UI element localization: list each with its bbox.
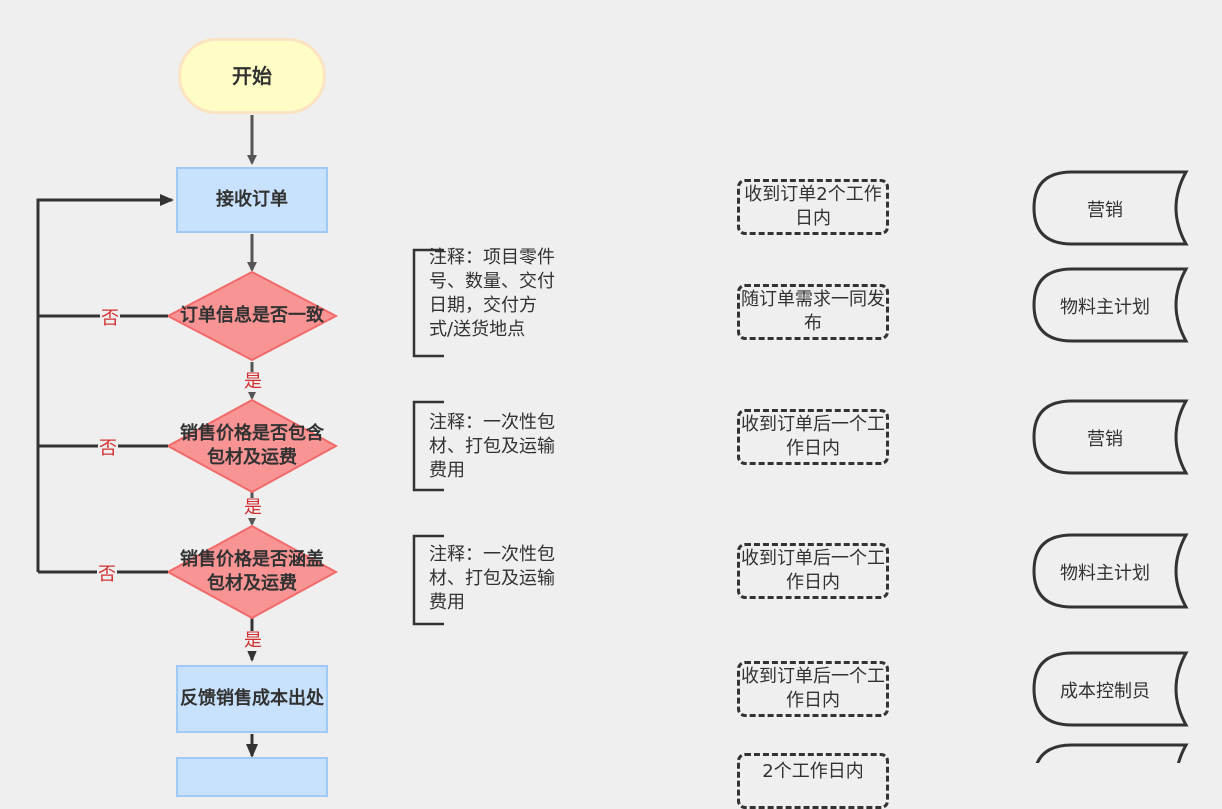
note-bracket-2	[412, 400, 444, 492]
role-shapes	[1032, 170, 1189, 763]
role-label: 物料主计划	[1060, 563, 1150, 584]
role-shape-4	[1032, 533, 1189, 609]
next-process-node	[176, 757, 328, 797]
receive-order-node: 接收订单	[176, 167, 328, 233]
role-marketing-1: 营销	[1034, 172, 1184, 246]
timing-box-2: 随订单需求一同发布	[737, 284, 889, 340]
note-bracket-1	[412, 248, 444, 358]
timing-box-4: 收到订单后一个工作日内	[737, 543, 889, 599]
role-label: 成本控制员	[1060, 681, 1150, 702]
note-bracket-3	[412, 534, 444, 626]
decision-price-covers-packaging: 销售价格是否涵盖包材及运费	[180, 549, 324, 594]
note-packaging-2: 注释：一次性包材、打包及运输费用	[429, 544, 555, 613]
flowchart-canvas	[36, 115, 1189, 763]
yes-label-2: 是	[243, 497, 263, 518]
feedback-cost-node: 反馈销售成本出处	[176, 665, 328, 733]
start-node: 开始	[178, 38, 326, 114]
no-label-1: 否	[100, 308, 120, 329]
role-cost-controller: 成本控制员	[1034, 653, 1184, 727]
no-label-3: 否	[97, 564, 117, 585]
decision-diamond-cover	[165, 524, 339, 620]
timing-box-5: 收到订单后一个工作日内	[737, 661, 889, 717]
loop-back-line	[36, 194, 174, 572]
decision-price-includes-packaging: 销售价格是否包含包材及运费	[180, 423, 324, 468]
timing-box-6: 2个工作日内	[737, 753, 889, 809]
note-packaging-1: 注释：一次性包材、打包及运输费用	[429, 412, 555, 481]
role-shape-3	[1032, 399, 1189, 475]
role-material-planner-2: 物料主计划	[1034, 535, 1184, 609]
role-label: 物料主计划	[1060, 297, 1150, 318]
yes-label-3: 是	[243, 630, 263, 651]
role-label: 营销	[1087, 200, 1123, 221]
timing-box-1: 收到订单2个工作日内	[737, 179, 889, 235]
yes-label-1: 是	[243, 371, 263, 392]
role-shape-6	[1035, 743, 1189, 763]
role-marketing-2: 营销	[1034, 401, 1184, 475]
decision-diamond-order	[165, 270, 339, 362]
role-label: 营销	[1087, 429, 1123, 450]
no-label-2: 否	[98, 438, 118, 459]
decision-order-consistent: 订单信息是否一致	[180, 305, 324, 326]
role-shape-2	[1032, 267, 1189, 343]
role-shape-5	[1032, 651, 1189, 727]
role-material-planner-1: 物料主计划	[1034, 269, 1184, 343]
role-shape-1	[1032, 170, 1189, 246]
decision-diamond-packaging	[165, 398, 339, 494]
note-order-info: 注释：项目零件号、数量、交付日期，交付方式/送货地点	[429, 247, 555, 340]
timing-box-3: 收到订单后一个工作日内	[737, 409, 889, 465]
